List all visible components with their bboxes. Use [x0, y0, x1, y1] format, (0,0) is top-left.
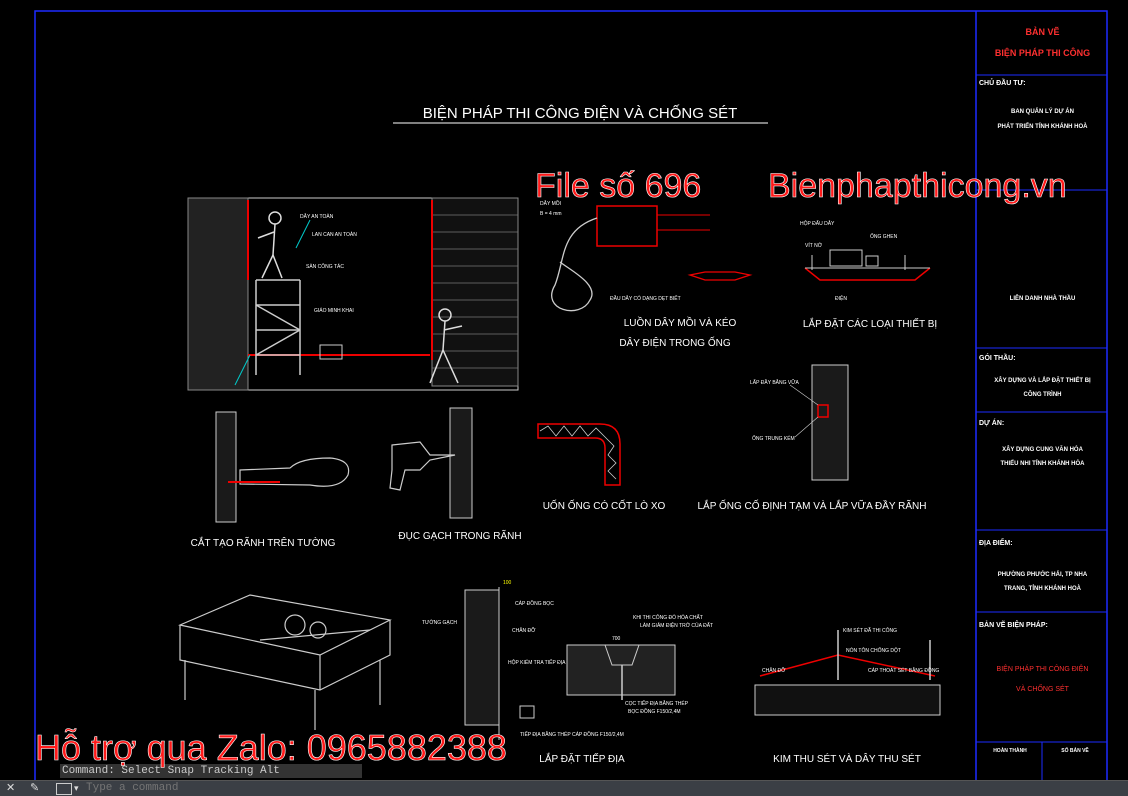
tb-project-1: XÂY DỰNG CUNG VĂN HÓA [1002, 447, 1083, 453]
tb-owner-1: BAN QUẢN LÝ DỰ ÁN [1011, 109, 1074, 115]
terminal-icon[interactable] [56, 783, 72, 795]
svg-text:ỐNG TRUNG KÉM: ỐNG TRUNG KÉM [752, 435, 795, 442]
tb-drawing-2: VÀ CHỐNG SÉT [1016, 686, 1069, 693]
command-history: Command: Select Snap Tracking Alt [60, 764, 362, 778]
svg-text:CỌC TIẾP ĐỊA BẰNG THÉP: CỌC TIẾP ĐỊA BẰNG THÉP [625, 699, 689, 707]
tb-completed-label: HOÀN THÀNH [993, 748, 1027, 754]
svg-text:TƯỜNG GẠCH: TƯỜNG GẠCH [422, 619, 457, 626]
tb-location-2: TRANG, TỈNH KHÁNH HOÀ [1004, 586, 1081, 592]
svg-text:GIÁO MINH KHAI: GIÁO MINH KHAI [314, 307, 354, 314]
svg-text:KHI THI CÔNG ĐỔ HÓA CHẤT: KHI THI CÔNG ĐỔ HÓA CHẤT [633, 614, 703, 621]
svg-text:100: 100 [503, 580, 512, 586]
earth-trench-detail: KHI THI CÔNG ĐỔ HÓA CHẤT LÀM GIẢM ĐIỆN T… [566, 614, 713, 715]
chevron-down-icon[interactable]: ▾ [74, 783, 79, 793]
pipe-bend-detail [537, 423, 621, 486]
tb-sheet-label: SỐ BẢN VẼ [1061, 748, 1089, 754]
groove-fix-detail: LẤP ĐẦY BẰNG VỮA ỐNG TRUNG KÉM [750, 364, 849, 481]
tb-location-1: PHƯỜNG PHƯỚC HẢI, TP NHA [997, 572, 1088, 578]
tb-owner-label: CHỦ ĐẦU TƯ: [979, 80, 1026, 87]
tb-location-label: ĐỊA ĐIỂM: [979, 540, 1013, 547]
tb-owner-2: PHÁT TRIỂN TỈNH KHÁNH HOÀ [997, 124, 1088, 130]
caption-rod: KIM THU SÉT VÀ DÂY THU SÉT [773, 752, 921, 765]
caption-drill: ĐỤC GẠCH TRONG RÃNH [398, 529, 521, 542]
device-install-detail: HỘP ĐẤU DÂY ỐNG GHEN VÍT NỞ ĐIỆN [800, 220, 931, 302]
tb-contractor: LIÊN DANH NHÀ THẦU [1009, 296, 1076, 302]
scaffold-scene: DÂY AN TOÀN LAN CAN AN TOÀN SÀN CÔNG TÁC… [187, 197, 519, 391]
tb-header-2: BIỆN PHÁP THI CÔNG [994, 48, 1091, 58]
svg-text:HỘP ĐẤU DÂY: HỘP ĐẤU DÂY [800, 220, 835, 227]
svg-text:CHÂN ĐỠ: CHÂN ĐỠ [512, 627, 536, 634]
svg-text:SÀN CÔNG TÁC: SÀN CÔNG TÁC [306, 263, 344, 270]
watermark-file-number: File số 696 [535, 167, 702, 206]
svg-text:ĐIỆN: ĐIỆN [835, 294, 847, 302]
watermark-zalo: Hỗ trợ qua Zalo: 0965882388 [35, 727, 508, 769]
bending-bench-drawing [178, 594, 392, 730]
caption-wiring-2: DÂY ĐIỆN TRONG ỐNG [619, 335, 731, 349]
caption-devices: LẮP ĐẶT CÁC LOẠI THIẾT BỊ [803, 317, 937, 330]
tb-project-label: DỰ ÁN: [979, 420, 1005, 427]
caption-fix: LẮP ỐNG CỐ ĐỊNH TẠM VÀ LẮP VỮA ĐẦY RÃNH [698, 498, 927, 512]
svg-text:TIẾP ĐỊA BẰNG THÉP CÁP ĐỒNG F1: TIẾP ĐỊA BẰNG THÉP CÁP ĐỒNG F150/2,4M [520, 730, 624, 738]
svg-text:CÁP ĐỒNG BỌC: CÁP ĐỒNG BỌC [515, 600, 554, 607]
tb-project-2: THIẾU NHI TỈNH KHÁNH HÒA [1000, 461, 1085, 467]
tb-drawing-1: BIỆN PHÁP THI CÔNG ĐIỆN [996, 666, 1089, 673]
pipe-wiring-detail: DÂY MỒI B = 4 mm ĐẦU DÂY CÓ DẠNG DẸT BIẾ… [540, 200, 753, 312]
svg-text:ỐNG GHEN: ỐNG GHEN [870, 233, 898, 240]
drill-detail [389, 407, 473, 519]
svg-text:700: 700 [612, 636, 621, 642]
caption-groove: CẮT TẠO RÃNH TRÊN TƯỜNG [191, 536, 336, 549]
svg-text:LAN CAN AN TOÀN: LAN CAN AN TOÀN [312, 231, 357, 238]
caption-wiring: LUỒN DÂY MỒI VÀ KÉO [624, 316, 737, 329]
tb-drawing-label: BẢN VẼ BIỆN PHÁP: [979, 622, 1048, 629]
command-bar: ✕ ✎ ▾ [0, 780, 1128, 796]
caption-bend: UỐN ỐNG CÓ CỐT LÒ XO [543, 498, 666, 512]
close-icon[interactable]: ✕ [6, 782, 16, 794]
wrench-icon[interactable]: ✎ [30, 782, 40, 794]
svg-text:B = 4 mm: B = 4 mm [540, 211, 562, 217]
drawing-main-title: BIỆN PHÁP THI CÔNG ĐIỆN VÀ CHỐNG SÉT [423, 104, 738, 122]
tb-header-1: BẢN VẼ [1025, 27, 1060, 37]
svg-text:KIM SÉT ĐÃ THI CÔNG: KIM SÉT ĐÃ THI CÔNG [843, 627, 897, 634]
svg-text:DÂY AN TOÀN: DÂY AN TOÀN [300, 213, 334, 220]
earthing-detail: 100 TƯỜNG GẠCH CÁP ĐỒNG BỌC CHÂN ĐỠ HỘP … [422, 580, 624, 740]
svg-text:LẤP ĐẦY BẰNG VỮA: LẤP ĐẦY BẰNG VỮA [750, 378, 799, 386]
tb-package-label: GÓI THẦU: [979, 355, 1016, 362]
svg-text:HỘP KIỂM TRA TIẾP ĐỊA: HỘP KIỂM TRA TIẾP ĐỊA [508, 659, 566, 666]
tb-package-2: CÔNG TRÌNH [1023, 392, 1062, 398]
svg-text:CÁP THOÁT SÉT BẰNG ĐỒNG: CÁP THOÁT SÉT BẰNG ĐỒNG [868, 666, 939, 674]
svg-text:VÍT NỞ: VÍT NỞ [805, 242, 823, 249]
caption-earthing: LẮP ĐẶT TIẾP ĐỊA [539, 752, 625, 765]
groove-cut-detail [215, 411, 350, 523]
tb-package-1: XÂY DỰNG VÀ LẮP ĐẶT THIẾT BỊ [994, 378, 1091, 384]
svg-text:LÀM GIẢM ĐIỆN TRỞ CỦA ĐẤT: LÀM GIẢM ĐIỆN TRỞ CỦA ĐẤT [640, 621, 713, 629]
svg-text:DÂY MỒI: DÂY MỒI [540, 200, 561, 207]
svg-text:CHÂN ĐỠ: CHÂN ĐỠ [762, 667, 786, 674]
command-input[interactable] [86, 782, 686, 794]
watermark-site: Bienphapthicong.vn [768, 167, 1067, 206]
svg-text:BỌC ĐỒNG F150/2,4M: BỌC ĐỒNG F150/2,4M [628, 708, 681, 715]
svg-text:ĐẦU DÂY CÓ DẠNG DẸT BIẾT: ĐẦU DÂY CÓ DẠNG DẸT BIẾT [610, 295, 681, 302]
svg-text:NÓN TÔN CHỐNG DỘT: NÓN TÔN CHỐNG DỘT [846, 647, 901, 654]
lightning-rod-detail: KIM SÉT ĐÃ THI CÔNG NÓN TÔN CHỐNG DỘT CÁ… [754, 627, 941, 716]
title-block-grid [976, 74, 1107, 781]
